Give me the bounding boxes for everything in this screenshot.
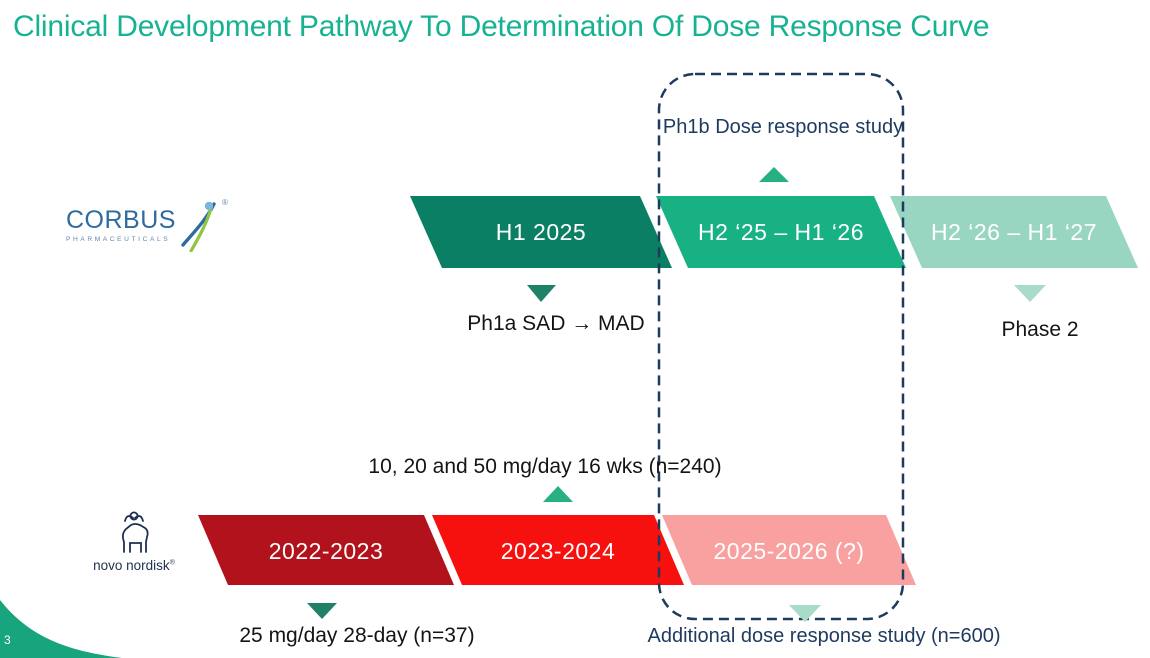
novo-nordisk-logo: novo nordisk®: [90, 510, 178, 573]
corbus-segment-h2-25-h1-26-shape[interactable]: [656, 196, 906, 268]
corbus-logo-wordmark: CORBUS: [66, 205, 176, 234]
ph1b-box-label: Ph1b Dose response study: [662, 116, 904, 138]
phase2-annotation: Phase 2: [1001, 318, 1079, 341]
corbus-registered-mark: ®: [221, 198, 228, 207]
novo-segment-2023-2024-shape[interactable]: [432, 515, 684, 585]
novo-segment-2022-2023-label[interactable]: 2022-2023: [268, 538, 384, 564]
corbus-segment-h2-26-h1-27-label[interactable]: H2 ‘26 – H1 ‘27: [930, 219, 1098, 245]
corbus-segment-h2-26-h1-27-shape[interactable]: [890, 196, 1138, 268]
novo-segment-2023-2024-label[interactable]: 2023-2024: [500, 538, 616, 564]
page-title: Clinical Development Pathway To Determin…: [13, 10, 990, 43]
additional-marker-triangle-icon: [789, 605, 821, 622]
corbus-segment-h2-25-h1-26-label[interactable]: H2 ‘25 – H1 ‘26: [697, 219, 865, 245]
25mg-marker-triangle-icon: [307, 603, 337, 619]
corbus-logo-subtext: PHARMACEUTICALS: [66, 235, 171, 243]
novo-registered-mark: ®: [169, 559, 175, 567]
doses-annotation: 10, 20 and 50 mg/day 16 wks (n=240): [368, 455, 722, 478]
corbus-logo: CORBUS PHARMACEUTICALS ®: [66, 198, 228, 252]
corbus-figure-icon: [181, 201, 216, 252]
corner-swoosh-shape: [0, 600, 122, 658]
25mg-annotation: 25 mg/day 28-day (n=37): [239, 624, 475, 647]
highlight-box-outline: [657, 72, 905, 621]
additional-study-annotation: Additional dose response study (n=600): [647, 625, 1001, 647]
page-number: 3: [4, 633, 11, 647]
corbus-segment-h1-2025-label[interactable]: H1 2025: [495, 219, 587, 245]
novo-nordisk-bull-icon: [121, 511, 149, 553]
ph1a-sad-mad-annotation: Ph1a SAD → MAD: [467, 312, 645, 335]
ph1b-marker-triangle-icon: [759, 167, 789, 182]
novo-segment-2025-2026-shape[interactable]: [662, 515, 916, 585]
novo-segment-2022-2023-shape[interactable]: [198, 515, 454, 585]
novo-segment-2025-2026-label[interactable]: 2025-2026 (?): [713, 538, 865, 564]
ph1a-marker-triangle-icon: [527, 285, 556, 302]
phase2-marker-triangle-icon: [1014, 285, 1046, 302]
novo-nordisk-wordmark: novo nordisk®: [93, 558, 175, 573]
corbus-segment-h1-2025-shape[interactable]: [410, 196, 672, 268]
doses-marker-triangle-icon: [543, 486, 573, 502]
